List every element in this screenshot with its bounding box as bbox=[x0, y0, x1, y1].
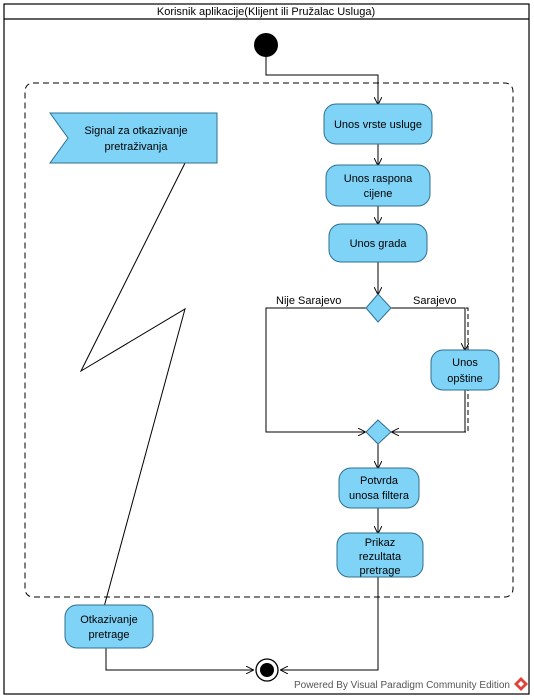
action-unos-vrste-usluge[interactable] bbox=[323, 103, 433, 145]
action-unos-raspona-label-line2: cijene bbox=[364, 188, 393, 200]
action-prikaz-label-line2: rezultata bbox=[359, 551, 402, 563]
edge-decision-nije-sarajevo bbox=[265, 307, 366, 432]
action-unos-opstine-label-line2: opštine bbox=[447, 373, 482, 385]
accept-signal-node bbox=[49, 112, 218, 164]
action-potvrda-label-line1: Potvrda bbox=[360, 475, 399, 487]
action-otkazivanje-pretrage[interactable] bbox=[64, 604, 154, 649]
merge-node bbox=[365, 419, 392, 445]
action-prikaz-label-line1: Prikaz bbox=[365, 537, 396, 549]
action-prikaz-label-line3: pretrage bbox=[360, 565, 401, 577]
action-unos-opstine[interactable] bbox=[430, 349, 500, 391]
edge-initial-to-unos-vrste bbox=[265, 57, 378, 104]
signal-label-line2: pretraživanja bbox=[105, 141, 169, 153]
action-prikaz-rezultata-pretrage[interactable] bbox=[336, 532, 424, 578]
edge-decision-sarajevo bbox=[391, 307, 465, 350]
interrupt-edge bbox=[79, 162, 186, 608]
action-unos-vrste-usluge-label: Unos vrste usluge bbox=[334, 119, 422, 131]
swimlane-title: Korisnik aplikacije(Klijent ili Pružalac… bbox=[157, 6, 375, 18]
action-otkazivanje-label-line2: pretrage bbox=[89, 629, 130, 641]
final-node-inner bbox=[260, 663, 274, 677]
action-unos-grada[interactable] bbox=[328, 223, 428, 263]
edge-prikaz-to-final bbox=[281, 577, 379, 670]
interruptible-region bbox=[24, 82, 514, 598]
signal-label-line1: Signal za otkazivanje bbox=[84, 125, 187, 137]
edge-opstina-to-merge bbox=[392, 390, 466, 432]
visual-paradigm-logo-icon bbox=[514, 677, 528, 691]
action-unos-grada-label: Unos grada bbox=[350, 238, 408, 250]
action-unos-opstine-label-line1: Unos bbox=[452, 357, 478, 369]
action-potvrda-label-line2: unosa filtera bbox=[349, 490, 410, 502]
guard-nije-sarajevo: Nije Sarajevo bbox=[276, 295, 341, 307]
edge-otkazivanje-to-final bbox=[105, 648, 253, 670]
guard-sarajevo: Sarajevo bbox=[413, 295, 456, 307]
action-otkazivanje-label-line1: Otkazivanje bbox=[80, 614, 137, 626]
action-unos-raspona-label-line1: Unos raspona bbox=[344, 173, 413, 185]
action-potvrda-unosa-filtera[interactable] bbox=[338, 467, 420, 509]
action-unos-raspona-cijene[interactable] bbox=[325, 164, 431, 207]
initial-node bbox=[254, 33, 278, 57]
powered-by-footer: Powered By Visual Paradigm Community Edi… bbox=[294, 680, 510, 691]
decision-node bbox=[365, 293, 392, 323]
